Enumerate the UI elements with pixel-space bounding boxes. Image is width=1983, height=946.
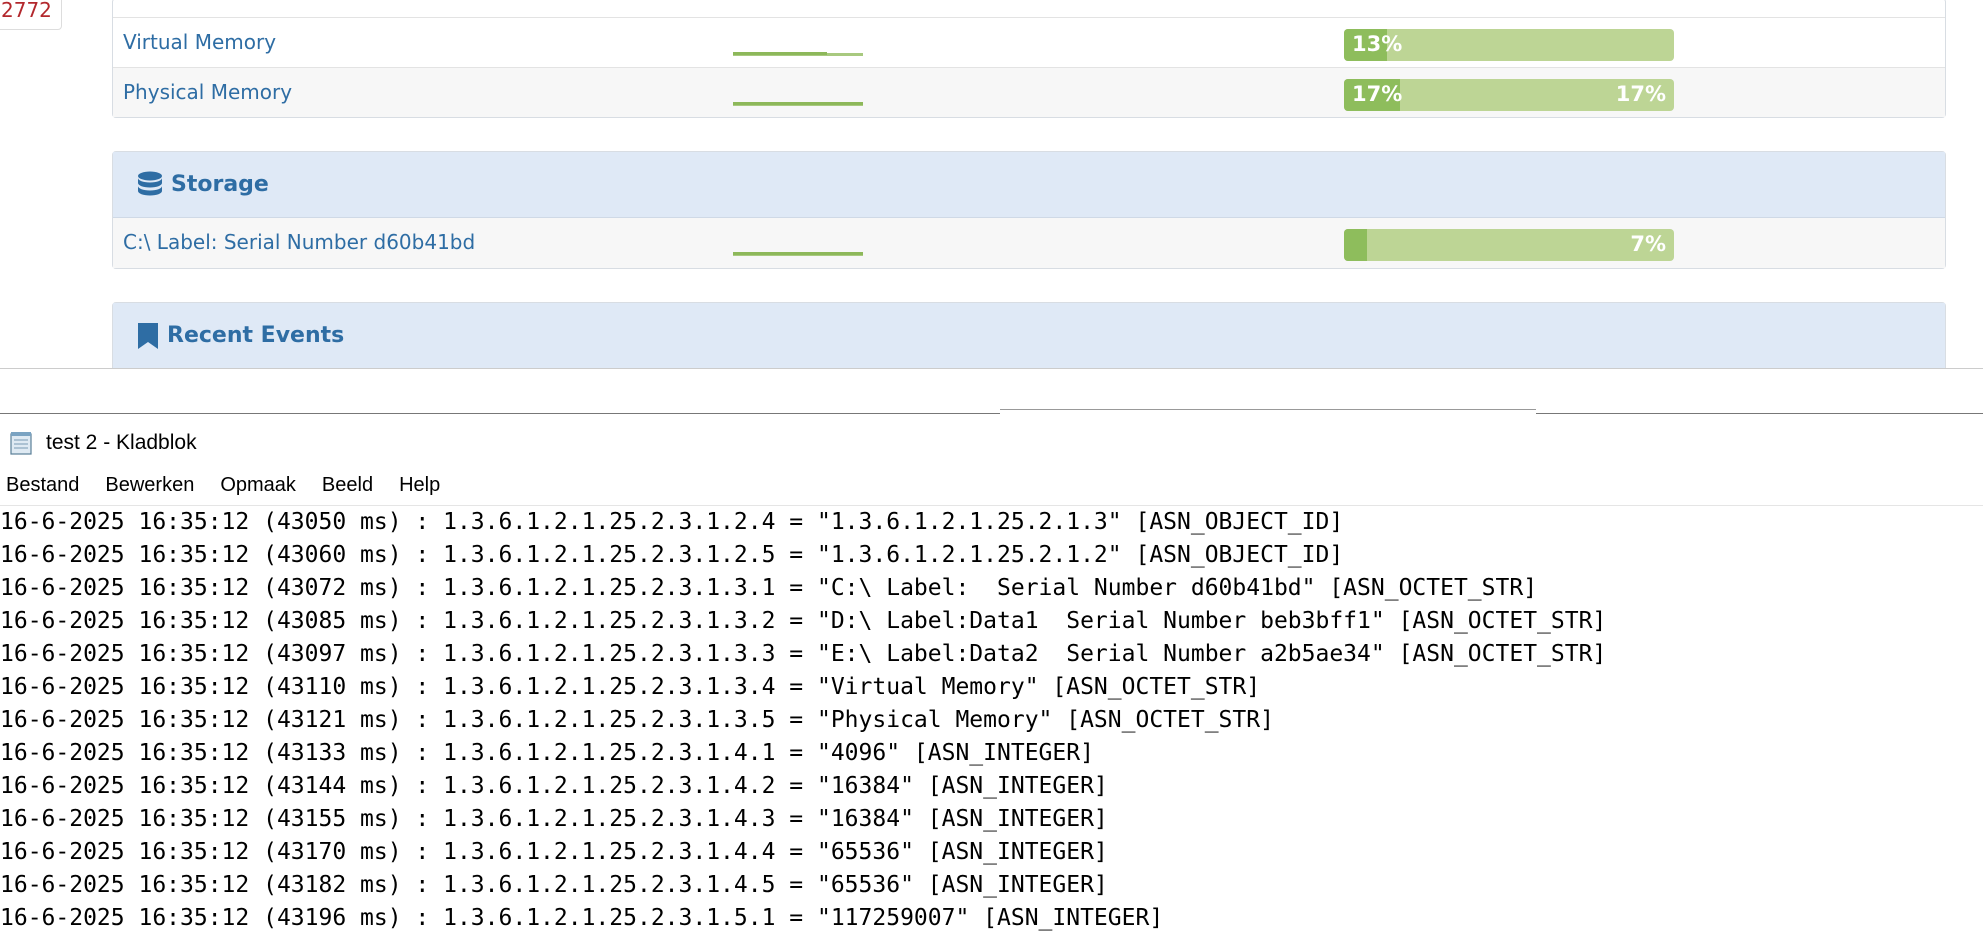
physical-memory-percent-right: 17%: [1615, 82, 1666, 106]
text-line: 16-6-2025 16:35:12 (43121 ms) : 1.3.6.1.…: [0, 707, 1274, 733]
notepad-titlebar[interactable]: test 2 - Kladblok: [0, 425, 197, 461]
physical-memory-link[interactable]: Physical Memory: [123, 80, 293, 104]
monitoring-web-page: 2772 Virtual Memory 13% Physical Memory …: [0, 0, 1983, 370]
window-tab-strip: [0, 369, 1983, 415]
memory-row-header-spacer: [113, 0, 1945, 17]
text-line: 16-6-2025 16:35:12 (43144 ms) : 1.3.6.1.…: [0, 773, 1108, 799]
table-row: Physical Memory 17% 17%: [113, 67, 1945, 117]
menu-help[interactable]: Help: [399, 473, 441, 496]
text-line: 16-6-2025 16:35:12 (43085 ms) : 1.3.6.1.…: [0, 608, 1607, 634]
storage-panel-header: Storage: [113, 152, 1945, 218]
cut-off-value: 2772: [1, 0, 52, 22]
storage-c-drive-progress-bar: 7%: [1344, 229, 1674, 261]
table-row: Virtual Memory 13%: [113, 17, 1945, 67]
text-line: 16-6-2025 16:35:12 (43155 ms) : 1.3.6.1.…: [0, 806, 1108, 832]
menu-bewerken[interactable]: Bewerken: [105, 473, 195, 496]
menu-bar: Bestand Bewerken Opmaak Beeld Help: [0, 469, 460, 501]
text-line: 16-6-2025 16:35:12 (43097 ms) : 1.3.6.1.…: [0, 641, 1607, 667]
storage-title: Storage: [171, 172, 269, 197]
storage-c-drive-percent: 7%: [1630, 232, 1666, 256]
notepad-window: test 2 - Kladblok Bestand Bewerken Opmaa…: [0, 368, 1983, 944]
text-line: 16-6-2025 16:35:12 (43072 ms) : 1.3.6.1.…: [0, 575, 1538, 601]
recent-events-panel: Recent Events: [112, 302, 1946, 370]
menu-opmaak[interactable]: Opmaak: [220, 473, 296, 496]
table-row: C:\ Label: Serial Number d60b41bd 7%: [113, 218, 1945, 268]
text-editor-area[interactable]: 16-6-2025 16:35:12 (43050 ms) : 1.3.6.1.…: [0, 505, 1983, 946]
storage-panel: Storage C:\ Label: Serial Number d60b41b…: [112, 151, 1946, 269]
virtual-memory-percent: 13%: [1352, 32, 1403, 56]
recent-events-panel-header: Recent Events: [113, 303, 1945, 369]
text-line: 16-6-2025 16:35:12 (43050 ms) : 1.3.6.1.…: [0, 509, 1344, 535]
text-line: 16-6-2025 16:35:12 (43182 ms) : 1.3.6.1.…: [0, 872, 1108, 898]
text-line: 16-6-2025 16:35:12 (43133 ms) : 1.3.6.1.…: [0, 740, 1094, 766]
text-line: 16-6-2025 16:35:12 (43170 ms) : 1.3.6.1.…: [0, 839, 1108, 865]
window-title: test 2 - Kladblok: [46, 431, 197, 454]
storage-c-drive-link[interactable]: C:\ Label: Serial Number d60b41bd: [123, 230, 476, 254]
text-line: 16-6-2025 16:35:12 (43060 ms) : 1.3.6.1.…: [0, 542, 1344, 568]
bookmark-icon: [138, 322, 158, 349]
cut-off-widget: 2772: [0, 0, 62, 30]
database-icon: [138, 171, 162, 195]
menu-bestand[interactable]: Bestand: [6, 473, 80, 496]
virtual-memory-link[interactable]: Virtual Memory: [123, 30, 277, 54]
storage-c-drive-sparkline: [733, 250, 863, 256]
text-line: 16-6-2025 16:35:12 (43110 ms) : 1.3.6.1.…: [0, 674, 1261, 700]
physical-memory-progress-bar: 17% 17%: [1344, 79, 1674, 111]
text-line: 16-6-2025 16:35:12 (43196 ms) : 1.3.6.1.…: [0, 905, 1164, 931]
virtual-memory-sparkline: [733, 50, 863, 56]
menu-beeld[interactable]: Beeld: [321, 473, 374, 496]
notepad-icon: [10, 432, 32, 455]
recent-events-title: Recent Events: [167, 323, 345, 348]
memory-panel: Virtual Memory 13% Physical Memory 17% 1…: [112, 0, 1946, 118]
virtual-memory-progress-bar: 13%: [1344, 29, 1674, 61]
physical-memory-sparkline: [733, 100, 863, 106]
physical-memory-percent: 17%: [1352, 82, 1403, 106]
